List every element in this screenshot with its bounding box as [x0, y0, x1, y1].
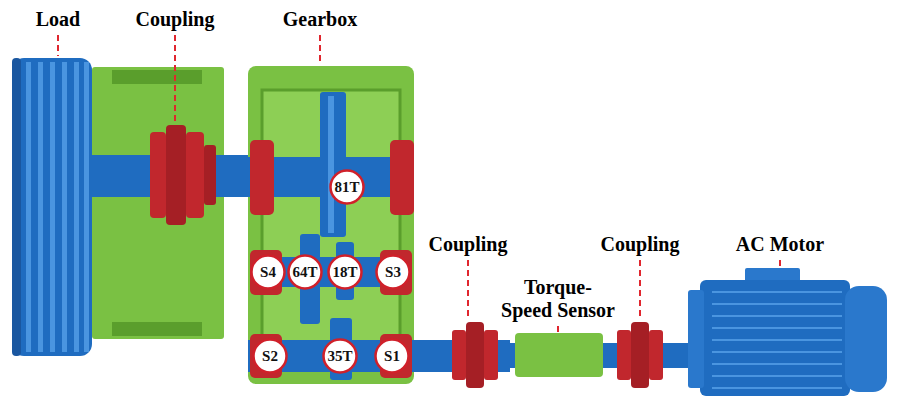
callout-number: 81T	[334, 179, 359, 196]
part-label-box: Coupling	[429, 233, 508, 256]
callout-ring	[289, 256, 322, 289]
gear-callout: S4	[250, 254, 286, 290]
callout-number: S3	[385, 264, 401, 281]
bearing	[250, 140, 274, 215]
callout-ring	[377, 256, 410, 289]
fan-cover	[845, 286, 887, 392]
gear-callout: S3	[375, 254, 411, 290]
leader-line	[57, 35, 59, 56]
part-label-box: Coupling	[601, 233, 680, 256]
gear-callout: 81T	[329, 169, 365, 205]
coupling-part	[204, 145, 216, 205]
part-label: Coupling	[601, 233, 680, 256]
motor-fin	[712, 315, 842, 317]
coupling-part	[452, 330, 466, 380]
housing-rib	[112, 70, 202, 84]
callout-ring	[331, 171, 364, 204]
part-label-box: Load	[36, 8, 80, 31]
part-label: AC Motor	[736, 233, 824, 256]
leader-line	[639, 260, 641, 320]
motor-body	[700, 280, 850, 396]
motor-fin	[712, 327, 842, 329]
load-stripe	[84, 62, 89, 352]
leader-line	[174, 35, 176, 123]
part-label: Coupling	[429, 233, 508, 256]
coupling-housing	[92, 67, 224, 339]
callout-ring	[376, 340, 409, 373]
load-stripe	[50, 62, 55, 352]
callout-number: S1	[384, 348, 400, 365]
load-stripe	[26, 62, 31, 352]
coupling-part	[150, 132, 166, 218]
load-stripe	[74, 62, 79, 352]
motor-fin	[712, 351, 842, 353]
callout-number: 35T	[327, 348, 352, 365]
gear-callout: 64T	[287, 254, 323, 290]
callout-ring	[329, 256, 362, 289]
leader-line	[467, 260, 469, 320]
coupling-part	[466, 322, 484, 388]
part-label-box: AC Motor	[736, 233, 824, 256]
part-label: Gearbox	[283, 8, 357, 31]
leader-lines	[58, 35, 780, 332]
load-stripe	[38, 62, 43, 352]
part-label: Torque- Speed Sensor	[499, 276, 617, 322]
gear-callout: 35T	[322, 338, 358, 374]
coupling-part	[186, 132, 204, 218]
callout-ring	[252, 256, 285, 289]
coupling-part	[649, 330, 663, 380]
callout-number: S2	[262, 348, 278, 365]
leader-line	[779, 260, 781, 266]
callout-number: 18T	[332, 264, 357, 281]
gear-callout: 18T	[327, 254, 363, 290]
coupling-part	[484, 330, 498, 380]
gear-highlight	[328, 96, 334, 233]
part-label-box: Torque- Speed Sensor	[499, 276, 617, 322]
load-stripe	[62, 62, 67, 352]
coupling-part	[631, 322, 649, 388]
leader-line	[557, 326, 559, 332]
part-label: Load	[36, 8, 80, 31]
leader-line	[319, 35, 321, 64]
terminal-box	[745, 268, 800, 282]
callout-ring	[324, 340, 357, 373]
coupling-part	[166, 125, 186, 225]
load-flywheel	[12, 58, 92, 356]
callout-number: S4	[260, 264, 276, 281]
gear-callout: S2	[252, 338, 288, 374]
motor-fin	[712, 387, 842, 389]
motor-fin	[712, 291, 842, 293]
load-edge	[12, 58, 21, 356]
motor-flange	[688, 290, 704, 388]
coupling-part	[617, 330, 631, 380]
motor-fin	[712, 339, 842, 341]
gear-81t	[320, 92, 346, 237]
part-label-box: Gearbox	[283, 8, 357, 31]
motor-fin	[712, 303, 842, 305]
gear-callout: S1	[374, 338, 410, 374]
motor-fin	[712, 363, 842, 365]
motor-fin	[712, 375, 842, 377]
callout-number: 64T	[292, 264, 317, 281]
housing-rib	[112, 322, 202, 336]
callout-ring	[254, 340, 287, 373]
part-label: Coupling	[136, 8, 215, 31]
torque-speed-sensor	[515, 333, 603, 377]
part-label-box: Coupling	[136, 8, 215, 31]
bearing	[390, 140, 414, 215]
gearbox-housing	[248, 66, 414, 384]
